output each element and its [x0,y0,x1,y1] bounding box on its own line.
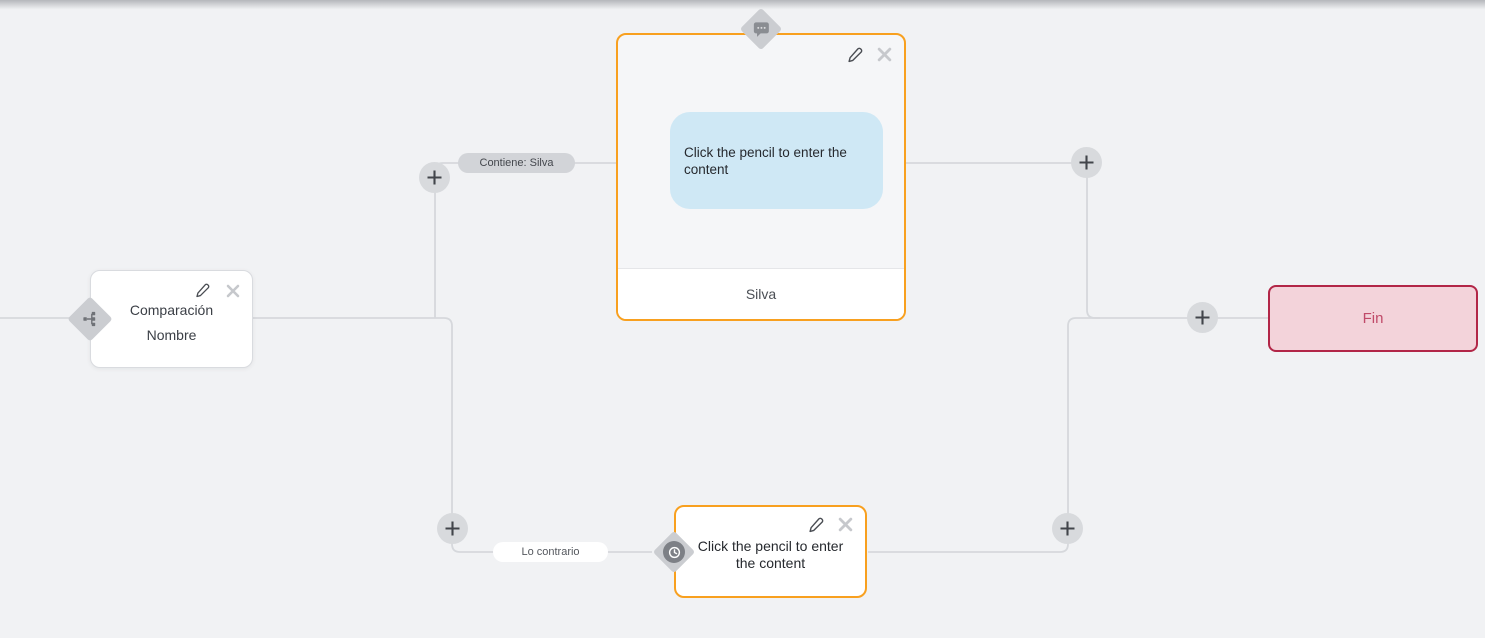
edit-condition-button[interactable] [194,282,211,299]
condition-node-title: Comparación [129,302,214,318]
delete-message-button[interactable] [876,46,893,63]
message-input-port[interactable] [739,7,783,51]
connector-line-default-to-end [868,317,1100,553]
connector-line-else [253,317,652,553]
edge-label-lo-contrario: Lo contrario [493,542,608,562]
plus-icon [1060,521,1075,536]
pencil-icon [196,283,210,298]
message-output-label: Silva [745,286,777,302]
plus-icon [1079,155,1094,170]
default-node[interactable]: Click the pencil to enter the content [652,505,867,598]
close-icon [226,284,239,297]
edge-label-contiene-silva: Contiene: Silva [458,153,575,173]
plus-icon [427,170,442,185]
condition-node-subtitle: Nombre [146,327,197,343]
end-node-label: Fin [1362,310,1384,327]
close-icon [838,517,853,532]
add-node-button-else[interactable] [437,513,468,544]
edit-default-button[interactable] [807,516,824,533]
plus-icon [1195,310,1210,325]
edit-message-button[interactable] [846,46,863,63]
chat-bubble-icon [753,21,770,37]
delete-default-button[interactable] [837,516,854,533]
close-icon [877,47,892,62]
add-node-button-before-end[interactable] [1187,302,1218,333]
connector-line-message-to-end [906,162,1268,319]
end-node[interactable]: Fin [1268,285,1478,352]
branch-icon [82,311,98,327]
pencil-icon [847,47,862,62]
default-node-text: Click the pencil to enter the content [697,538,844,571]
message-output-silva[interactable]: Silva [618,268,904,319]
add-node-button-after-default[interactable] [1052,513,1083,544]
add-node-button-after-message[interactable] [1071,147,1102,178]
condition-input-port[interactable] [67,296,113,342]
add-node-button-match[interactable] [419,162,450,193]
plus-icon [445,521,460,536]
message-node[interactable]: Click the pencil to enter the content Si… [616,7,906,321]
delete-condition-button[interactable] [224,282,241,299]
message-bubble-text: Click the pencil to enter the content [684,144,847,177]
condition-node[interactable]: Comparación Nombre [67,270,253,368]
message-bubble: Click the pencil to enter the content [670,112,883,209]
pencil-icon [808,517,823,532]
clock-icon [663,541,685,563]
default-input-port[interactable] [652,530,696,574]
connector-line-match [434,162,616,318]
